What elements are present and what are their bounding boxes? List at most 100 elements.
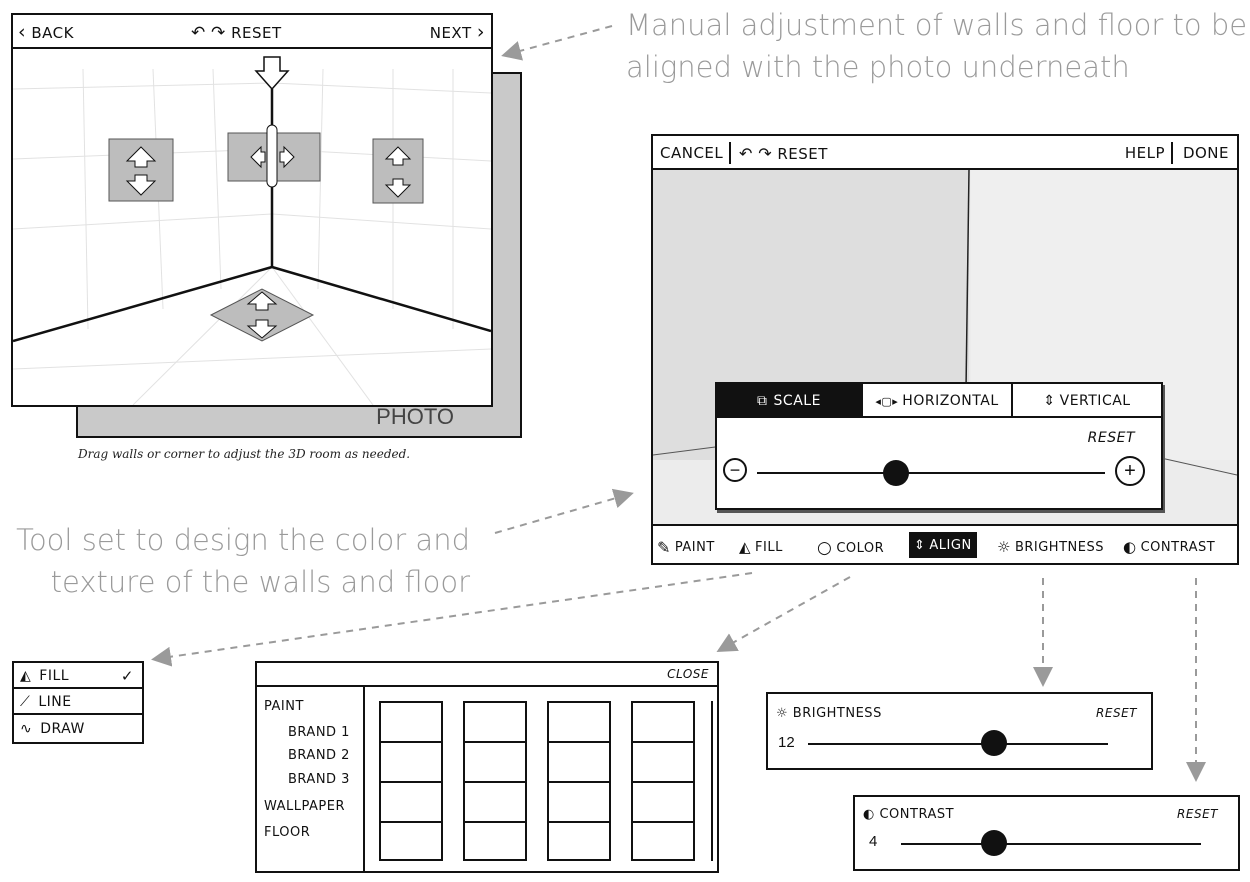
swatch-column-3[interactable]	[547, 701, 611, 861]
back-button[interactable]: ‹ BACK	[18, 21, 74, 43]
annotation-toolset-line2: texture of the walls and floor	[50, 565, 470, 599]
annotation-toolset: Tool set to design the color and texture…	[10, 519, 470, 603]
header-divider-2	[1171, 142, 1173, 164]
category-brand-1[interactable]: BRAND 1	[288, 725, 350, 740]
swatch-column-2[interactable]	[463, 701, 527, 861]
tool-color-label: COLOR	[836, 540, 885, 556]
category-floor[interactable]: FLOOR	[264, 825, 311, 840]
category-brand-3[interactable]: BRAND 3	[288, 772, 350, 787]
brightness-label: BRIGHTNESS	[792, 706, 882, 721]
fill-menu-item-fill[interactable]: ◭ FILL ✓	[14, 664, 142, 689]
next-button[interactable]: NEXT ›	[430, 21, 485, 43]
screen2-reset-button[interactable]: RESET	[777, 145, 828, 163]
swatch-grid	[365, 687, 717, 871]
freehand-icon: ∿	[20, 720, 33, 737]
fill-menu-item-draw[interactable]: ∿ DRAW	[14, 716, 142, 741]
help-button[interactable]: HELP	[1124, 144, 1165, 162]
contrast-slider-track[interactable]	[901, 843, 1201, 845]
redo-icon[interactable]: ↷	[758, 144, 773, 163]
contrast-panel: ◐ CONTRAST RESET 4	[853, 795, 1240, 871]
brightness-slider-knob[interactable]	[981, 730, 1007, 756]
sun-icon: ☼	[776, 706, 789, 721]
scale-slider-knob[interactable]	[883, 460, 910, 486]
contrast-label: CONTRAST	[879, 807, 955, 822]
tab-scale-label: SCALE	[773, 393, 821, 409]
tool-contrast-label: CONTRAST	[1140, 539, 1216, 555]
tab-vertical-label: VERTICAL	[1059, 393, 1131, 409]
redo-icon[interactable]: ↷	[211, 23, 226, 43]
fill-menu-item-line-label: LINE	[38, 693, 72, 710]
tool-paint[interactable]: ✎ PAINT	[657, 538, 715, 557]
contrast-value: 4	[869, 833, 878, 850]
minus-icon: −	[729, 460, 741, 480]
fill-menu-item-line[interactable]: ⟋ LINE	[14, 690, 142, 715]
contrast-icon: ◐	[863, 807, 875, 822]
back-label: BACK	[31, 24, 74, 42]
plus-icon: +	[1124, 460, 1136, 482]
tool-paint-label: PAINT	[674, 540, 715, 555]
scale-plus-button[interactable]: +	[1115, 456, 1145, 486]
paint-categories: PAINT BRAND 1 BRAND 2 BRAND 3 WALLPAPER …	[257, 687, 365, 871]
undo-icon[interactable]: ↶	[739, 144, 753, 163]
fill-menu: ◭ FILL ✓ ⟋ LINE ∿ DRAW	[12, 661, 144, 744]
tool-color[interactable]: ○ COLOR	[817, 538, 884, 558]
undo-redo-reset-group: ↶ ↷ RESET	[191, 23, 282, 43]
brightness-reset-button[interactable]: RESET	[1096, 706, 1137, 720]
tool-fill-label: FILL	[755, 539, 783, 555]
tool-contrast[interactable]: ◐ CONTRAST	[1123, 538, 1215, 556]
annotation-manual-adjust-line1: Manual adjustment of walls and floor to …	[626, 8, 1248, 42]
paintbrush-icon: ✎	[657, 538, 671, 557]
annotation-manual-adjust-line2: aligned with the photo underneath	[626, 50, 1130, 84]
done-button[interactable]: DONE	[1182, 144, 1229, 162]
screen2-header: CANCEL ↶ ↷ RESET HELP DONE	[653, 136, 1237, 170]
tool-align[interactable]: ⇕ ALIGN	[909, 532, 977, 558]
brightness-panel: ☼ BRIGHTNESS RESET 12	[766, 692, 1153, 770]
sun-icon: ☼	[997, 538, 1011, 556]
tool-brightness[interactable]: ☼ BRIGHTNESS	[997, 538, 1104, 556]
floor-drag-handle[interactable]	[209, 288, 315, 342]
fill-bucket-icon: ◭	[20, 667, 32, 684]
scale-slider-track[interactable]	[757, 472, 1105, 474]
right-wall-drag-handle[interactable]	[372, 138, 424, 204]
category-wallpaper[interactable]: WALLPAPER	[264, 799, 346, 814]
screen1-caption: Drag walls or corner to adjust the 3D ro…	[78, 447, 411, 461]
reset-button[interactable]: RESET	[231, 24, 282, 42]
chevron-right-icon: ›	[476, 21, 485, 43]
align-icon: ⇕	[914, 537, 926, 553]
paint-panel-header: CLOSE	[257, 663, 717, 687]
fill-menu-item-draw-label: DRAW	[40, 720, 85, 737]
undo-icon[interactable]: ↶	[191, 23, 206, 43]
header-divider	[729, 142, 731, 164]
fill-bucket-icon: ◭	[739, 538, 752, 556]
room-3d-view[interactable]	[13, 49, 491, 405]
tool-fill[interactable]: ◭ FILL	[739, 538, 783, 556]
brightness-slider-track[interactable]	[808, 743, 1108, 745]
color-circle-icon: ○	[817, 538, 833, 558]
arrow-to-fill-menu	[151, 572, 753, 667]
category-brand-2[interactable]: BRAND 2	[288, 748, 350, 763]
tab-scale[interactable]: ⧉ SCALE	[717, 384, 863, 418]
corner-top-drag-handle[interactable]	[254, 56, 290, 91]
chevron-left-icon: ‹	[18, 21, 27, 43]
tab-vertical[interactable]: ⇕ VERTICAL	[1013, 384, 1161, 418]
tab-horizontal[interactable]: ◂▢▸ HORIZONTAL	[863, 384, 1013, 418]
fill-menu-item-fill-label: FILL	[39, 667, 70, 684]
design-toolbar: ✎ PAINT ◭ FILL ○ COLOR ⇕ ALIGN ☼ BRIGHTN…	[653, 524, 1237, 563]
annotation-toolset-line1: Tool set to design the color and	[16, 523, 470, 557]
swatch-column-1[interactable]	[379, 701, 443, 861]
contrast-slider-knob[interactable]	[981, 830, 1007, 856]
paint-panel-close-button[interactable]: CLOSE	[667, 667, 709, 681]
corner-drag-handle[interactable]	[227, 124, 321, 188]
swatch-column-4[interactable]	[631, 701, 695, 861]
scale-minus-button[interactable]: −	[723, 458, 747, 482]
next-label: NEXT	[429, 24, 472, 42]
contrast-reset-button[interactable]: RESET	[1177, 807, 1218, 821]
cancel-button[interactable]: CANCEL	[660, 144, 724, 162]
category-paint[interactable]: PAINT	[264, 699, 304, 714]
align-panel-reset-button[interactable]: RESET	[1087, 430, 1135, 446]
left-wall-drag-handle[interactable]	[108, 138, 174, 202]
tool-align-label: ALIGN	[929, 537, 972, 553]
tab-horizontal-label: HORIZONTAL	[902, 393, 999, 409]
vertical-arrows-icon: ⇕	[1043, 393, 1056, 409]
horizontal-arrows-icon: ◂▢▸	[875, 394, 899, 408]
